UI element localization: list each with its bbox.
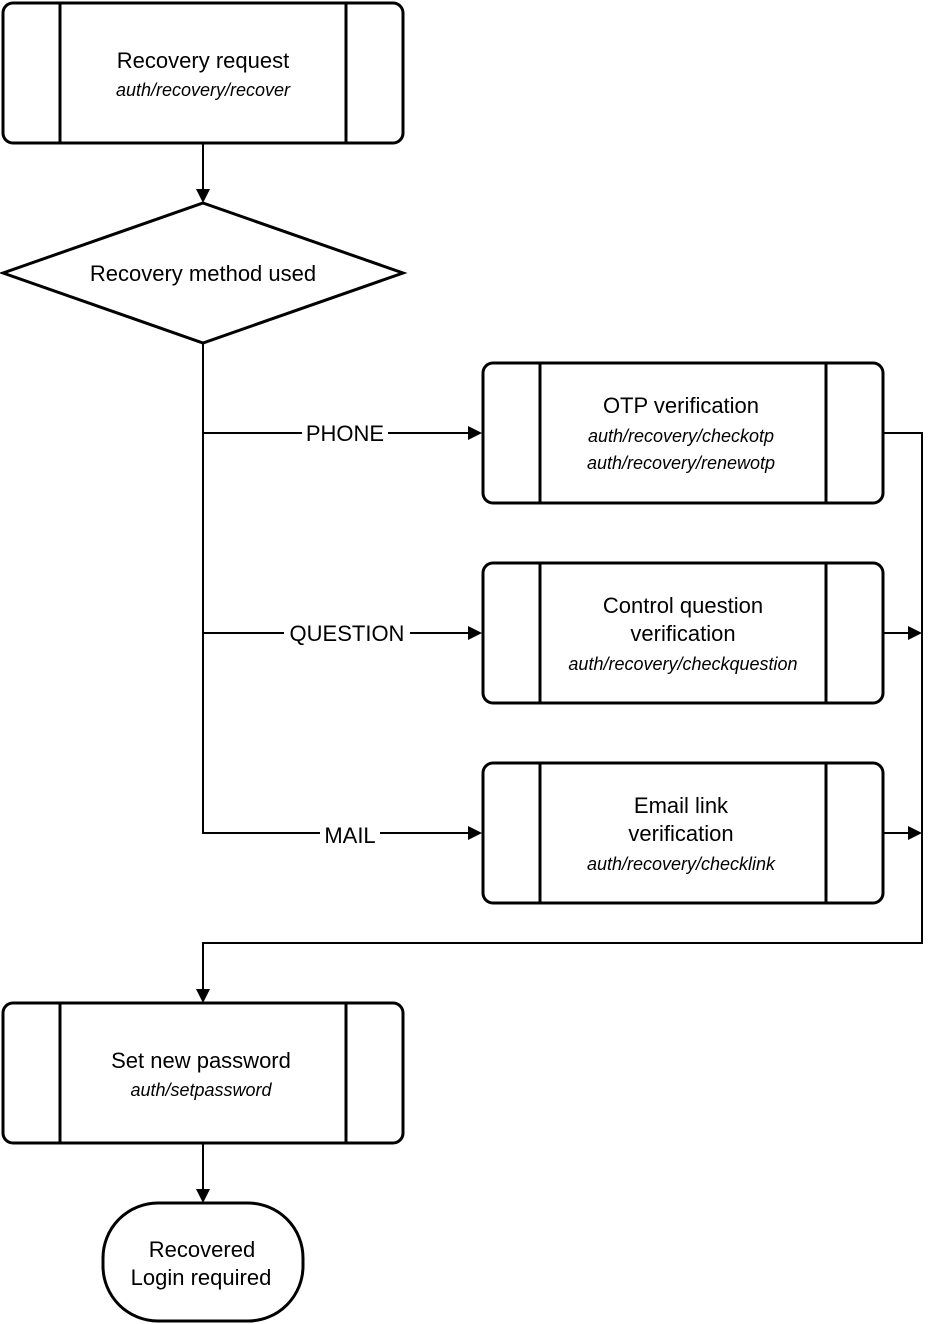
edge-label-question: QUESTION xyxy=(290,621,405,646)
node-title: Login required xyxy=(131,1265,272,1290)
decision-diamond xyxy=(0,201,408,345)
terminal-shape xyxy=(101,1201,305,1323)
arrowhead-icon xyxy=(196,1189,210,1203)
node-title: Set new password xyxy=(111,1048,291,1073)
edge-label-mail: MAIL xyxy=(324,823,375,848)
edge-label-phone: PHONE xyxy=(306,421,384,446)
edge-verifications-to-set-password xyxy=(202,432,923,991)
node-title: Recovery method used xyxy=(90,261,316,286)
arrowhead-icon xyxy=(196,189,210,203)
arrowhead-icon xyxy=(196,989,210,1003)
node-title: Recovered xyxy=(149,1237,255,1262)
node-title: verification xyxy=(630,621,735,646)
node-endpoint: auth/setpassword xyxy=(130,1080,272,1100)
node-otp-verification: OTP verification auth/recovery/checkotp … xyxy=(481,361,885,505)
node-recovery-request: Recovery request auth/recovery/recover xyxy=(1,1,405,145)
node-endpoint: auth/recovery/recover xyxy=(116,80,291,100)
process-box xyxy=(1,1,405,145)
process-box xyxy=(481,761,885,905)
arrowhead-icon xyxy=(468,826,482,840)
node-email-verification: Email link verification auth/recovery/ch… xyxy=(481,761,885,905)
edge-labels: PHONE QUESTION MAIL xyxy=(284,420,410,848)
node-title: OTP verification xyxy=(603,393,759,418)
edge-decision-to-email xyxy=(202,343,470,834)
process-box xyxy=(481,361,885,505)
arrowhead-icon xyxy=(908,626,922,640)
node-title: Email link xyxy=(634,793,729,818)
node-endpoint: auth/recovery/renewotp xyxy=(587,453,775,473)
node-endpoint: auth/recovery/checkquestion xyxy=(568,654,797,674)
node-endpoint: auth/recovery/checklink xyxy=(587,854,776,874)
node-title: Recovery request xyxy=(117,48,289,73)
node-title: verification xyxy=(628,821,733,846)
node-endpoint: auth/recovery/checkotp xyxy=(588,426,774,446)
node-method-decision: Recovery method used xyxy=(0,201,408,345)
node-question-verification: Control question verification auth/recov… xyxy=(481,561,885,705)
process-box xyxy=(1,1001,405,1145)
node-recovered: Recovered Login required xyxy=(101,1201,305,1323)
node-title: Control question xyxy=(603,593,763,618)
arrowhead-icon xyxy=(468,626,482,640)
arrowhead-icon xyxy=(908,826,922,840)
arrowhead-icon xyxy=(468,426,482,440)
node-set-password: Set new password auth/setpassword xyxy=(1,1001,405,1145)
process-box xyxy=(481,561,885,705)
